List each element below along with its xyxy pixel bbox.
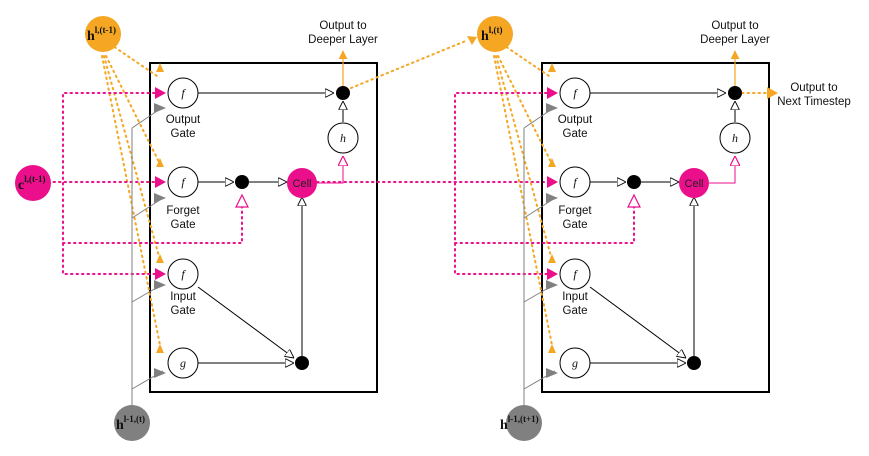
cell-2-input-gate (559, 258, 591, 290)
cell-1-forget-gate (167, 166, 199, 198)
cell-2-output-deeper-label-2: Deeper Layer (700, 34, 770, 46)
cell-2-multiply-forget (627, 175, 641, 189)
cell-1-output-deeper-label-2: Deeper Layer (308, 34, 378, 46)
cell-2-input-gate-label: Input (562, 291, 588, 303)
cell-2-multiply-input (687, 356, 701, 370)
cell-2-forget-gate (559, 166, 591, 198)
node-c-prev-sup: l,(t-1) (24, 174, 45, 184)
cell-1-activation (327, 122, 359, 154)
cell-1-input-gate-label-2: Gate (171, 305, 196, 317)
cell-2-activation (719, 122, 751, 154)
cell-1-forget-gate-symbol: f (181, 175, 186, 189)
cell-2-candidate-symbol: g (572, 356, 578, 370)
cell-2-forget-pink-arrow (627, 193, 641, 208)
cell-2-output-deeper-label: Output to (711, 20, 758, 32)
cell-1-internal-lines (197, 93, 343, 363)
hidden-output-transfer-line (350, 39, 469, 89)
cell-1-cell-node (287, 168, 317, 198)
cell-2-internal-lines (589, 93, 735, 363)
node-h-lower-t1-base: h (500, 418, 508, 433)
cell-1-multiply-input (295, 356, 309, 370)
cell-1-output-gate-label-2: Gate (171, 128, 196, 140)
node-h-prev-base: h (87, 29, 95, 44)
cell-2-activation-symbol: h (732, 131, 738, 145)
cell-2-output-gate-symbol: f (573, 86, 578, 100)
cell-2-input-gate-symbol: f (573, 267, 578, 281)
cell-2-cell-to-activation (709, 156, 735, 184)
cell-1-cell-state-lines (47, 92, 243, 275)
cell-2-output-gate-label: Output (558, 114, 593, 126)
cell-1-output-gate (167, 77, 199, 109)
node-h-lower-t-sup: l-1,(t) (124, 414, 145, 424)
cell-1-hidden-prev-lines (101, 43, 161, 346)
cell-1-input-gate-symbol: f (181, 267, 186, 281)
cell-1-forget-gate-label-2: Gate (171, 219, 196, 231)
node-h-out-t-sup: l,(t) (489, 25, 503, 35)
cell-1-candidate-gate (167, 347, 199, 379)
cell-1-input-gate-label: Input (170, 291, 196, 303)
lstm-cell-1: f Output Gate f Forget Gate f Input Gate… (47, 20, 378, 408)
node-c-prev: cl,(t-1) (15, 165, 51, 201)
cell-1-gate-input-markers (154, 63, 166, 378)
cell-1-cell-label: Cell (293, 178, 312, 190)
node-h-lower-t1-sup: l-1,(t+1) (508, 414, 539, 424)
cell-1-candidate-symbol: g (180, 356, 186, 370)
node-h-lower-t: hl-1,(t) (114, 405, 150, 441)
cell-2-hidden-prev-lines (493, 43, 553, 346)
cell-2-forget-gate-symbol: f (573, 175, 578, 189)
cell-2-multiply-output (728, 86, 742, 100)
cell-2-cell-state-lines (454, 92, 635, 275)
cell-2-input-gate-label-2: Gate (563, 305, 588, 317)
cell-1-output-deeper-label: Output to (319, 20, 366, 32)
cell-1-output-gate-symbol: f (181, 86, 186, 100)
cell-2-forget-gate-label-2: Gate (563, 219, 588, 231)
cell-1-output-gate-label: Output (166, 114, 201, 126)
svg-text:hl,(t): hl,(t) (481, 25, 503, 44)
cell-1-forget-gate-label: Forget (166, 205, 200, 217)
svg-text:hl-1,(t): hl-1,(t) (116, 414, 145, 433)
cell-2-output-gate (559, 77, 591, 109)
cell-2-next-timestep-arrow (767, 87, 778, 99)
node-h-prev: hl,(t-1) (85, 16, 121, 52)
cell-2-candidate-gate (559, 347, 591, 379)
cell-2-forget-gate-label: Forget (558, 205, 592, 217)
lstm-cell-2: f Output Gate f Forget Gate f Input Gate… (454, 20, 851, 408)
node-h-out-t: hl,(t) (477, 16, 513, 52)
hidden-output-transfer-arrow (467, 36, 477, 45)
cell-1-multiply-output (336, 86, 350, 100)
cell-1-multiply-forget (235, 175, 249, 189)
node-h-out-t-base: h (481, 29, 489, 44)
svg-text:cl,(t-1): cl,(t-1) (18, 174, 45, 193)
cell-1-forget-pink-arrow (235, 193, 249, 208)
cell-1-input-gate (167, 258, 199, 290)
node-h-lower-t-base: h (116, 418, 124, 433)
cell-1-box (149, 62, 378, 393)
cell-2-box (541, 62, 770, 393)
cell-2-cell-label: Cell (685, 178, 704, 190)
cell-1-activation-symbol: h (340, 131, 346, 145)
node-h-lower-t1: hl-1,(t+1) (500, 405, 542, 441)
cell-2-next-timestep-label: Output to (790, 82, 837, 94)
cell-2-gate-input-markers (546, 63, 558, 378)
cell-2-output-gate-label-2: Gate (563, 128, 588, 140)
node-c-prev-base: c (18, 178, 24, 193)
svg-text:hl,(t-1): hl,(t-1) (87, 25, 116, 44)
cell-2-next-timestep-label-2: Next Timestep (777, 96, 851, 108)
cell-1-cell-to-activation (317, 156, 343, 184)
node-h-prev-sup: l,(t-1) (95, 25, 116, 35)
cell-2-cell-node (679, 168, 709, 198)
svg-text:hl-1,(t+1): hl-1,(t+1) (500, 414, 539, 433)
